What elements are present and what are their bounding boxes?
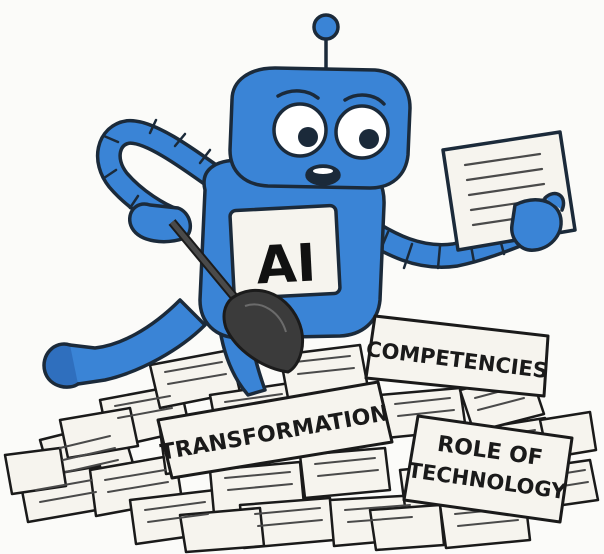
antenna-ball <box>312 13 340 41</box>
robot-right-hand <box>510 198 563 252</box>
sign-transformation: TRANSFORMATION <box>156 380 394 480</box>
robot-left-eye <box>272 102 328 158</box>
sign-role-of-technology: ROLE OF TECHNOLOGY <box>402 414 574 524</box>
shovel <box>168 219 304 374</box>
chest-plate <box>228 203 342 301</box>
robot-chest-text: AI <box>255 233 318 296</box>
sign-competencies: COMPETENCIES <box>364 314 550 398</box>
